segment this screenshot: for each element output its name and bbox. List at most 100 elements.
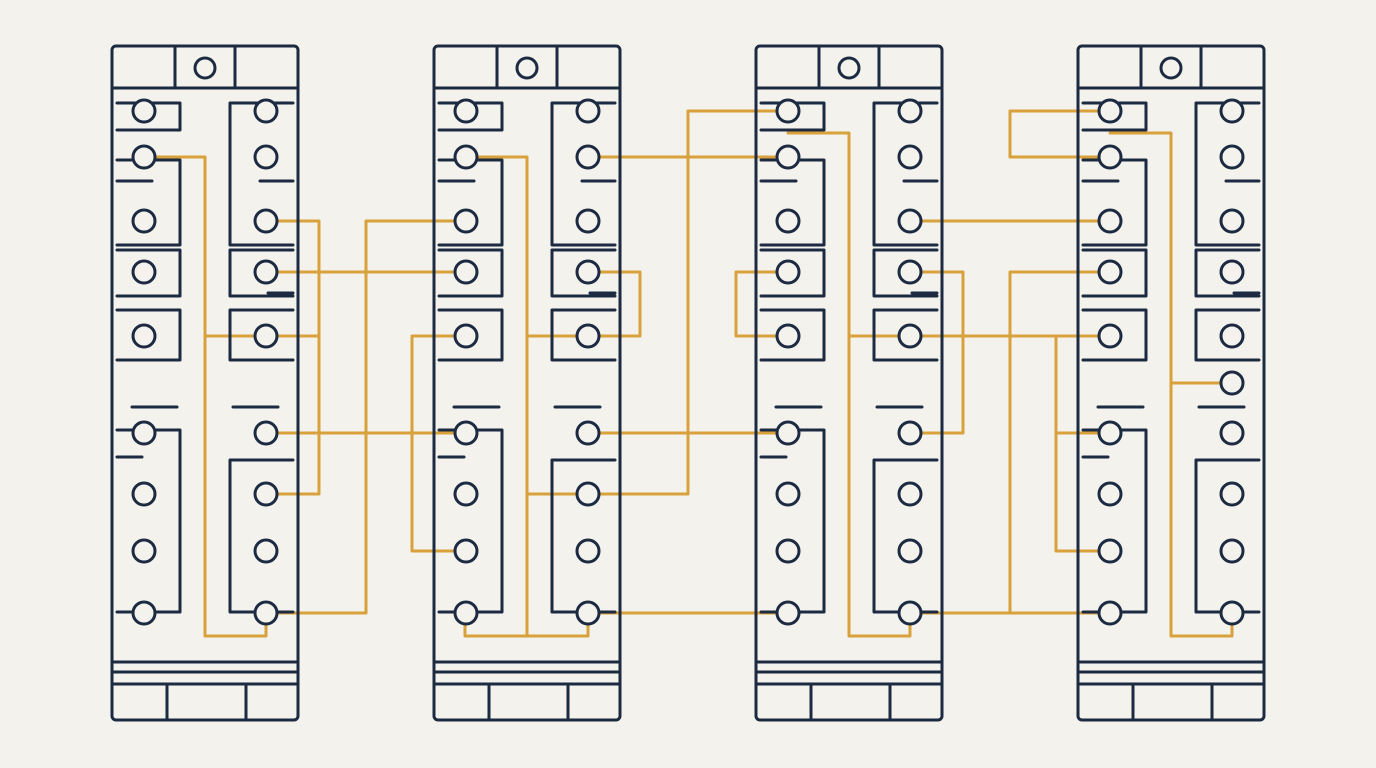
terminal-bracket [437, 308, 504, 362]
terminal-icon[interactable] [575, 481, 601, 507]
wire [1108, 131, 1234, 638]
wire [734, 270, 790, 338]
terminal-icon[interactable] [131, 323, 157, 349]
terminal-icon[interactable] [775, 538, 801, 564]
module-frame [110, 44, 300, 722]
wire [1054, 431, 1112, 553]
terminal-icon[interactable] [897, 98, 923, 124]
terminal-icon[interactable] [1097, 98, 1123, 124]
terminal-icon[interactable] [453, 323, 479, 349]
terminal-icon[interactable] [1097, 538, 1123, 564]
terminal-icon[interactable] [775, 144, 801, 170]
mount-hole-icon [193, 56, 217, 80]
terminal-icon[interactable] [453, 98, 479, 124]
module-2 [432, 44, 622, 722]
wire [154, 155, 268, 638]
terminal-icon[interactable] [253, 98, 279, 124]
terminal-icon[interactable] [1097, 323, 1123, 349]
terminal-icon[interactable] [453, 538, 479, 564]
terminal-icon[interactable] [253, 420, 279, 446]
wire [908, 270, 965, 435]
terminal-icon[interactable] [775, 600, 801, 626]
terminal-bracket [1194, 308, 1261, 362]
terminal-icon[interactable] [575, 259, 601, 285]
terminal-bracket [759, 248, 826, 298]
terminal-icon[interactable] [253, 208, 279, 234]
terminal-icon[interactable] [1219, 259, 1245, 285]
terminal-bracket [1081, 308, 1148, 362]
terminal-icon[interactable] [897, 420, 923, 446]
wire [463, 155, 590, 638]
terminal-icon[interactable] [1219, 144, 1245, 170]
terminal-icon[interactable] [1219, 98, 1245, 124]
terminal-icon[interactable] [453, 259, 479, 285]
terminal-icon[interactable] [453, 600, 479, 626]
terminal-icon[interactable] [575, 420, 601, 446]
terminal-icon[interactable] [575, 98, 601, 124]
terminal-icon[interactable] [575, 538, 601, 564]
terminal-icon[interactable] [1097, 208, 1123, 234]
terminal-icon[interactable] [131, 600, 157, 626]
terminal-icon[interactable] [575, 144, 601, 170]
terminal-icon[interactable] [775, 259, 801, 285]
modules-layer [110, 44, 1266, 722]
terminal-bracket [1194, 248, 1261, 298]
terminal-icon[interactable] [897, 144, 923, 170]
terminal-icon[interactable] [1097, 600, 1123, 626]
terminal-icon[interactable] [775, 420, 801, 446]
terminal-icon[interactable] [131, 420, 157, 446]
wire [264, 219, 321, 496]
terminal-icon[interactable] [453, 144, 479, 170]
terminal-icon[interactable] [575, 600, 601, 626]
terminal-icon[interactable] [775, 98, 801, 124]
terminal-icon[interactable] [253, 538, 279, 564]
mount-hole-icon [837, 56, 861, 80]
terminal-icon[interactable] [131, 481, 157, 507]
terminal-icon[interactable] [131, 208, 157, 234]
terminal-bracket [872, 308, 939, 362]
terminal-icon[interactable] [253, 144, 279, 170]
terminal-icon[interactable] [1219, 420, 1245, 446]
wire [1008, 270, 1112, 615]
terminal-icon[interactable] [131, 144, 157, 170]
terminal-icon[interactable] [1219, 208, 1245, 234]
terminal-icon[interactable] [453, 208, 479, 234]
terminal-bracket [115, 308, 182, 362]
terminal-icon[interactable] [1097, 259, 1123, 285]
mount-hole-icon [515, 56, 539, 80]
terminal-icon[interactable] [775, 481, 801, 507]
terminal-icon[interactable] [897, 323, 923, 349]
terminal-bracket [550, 308, 617, 362]
mount-hole-icon [1159, 56, 1183, 80]
terminal-icon[interactable] [1219, 600, 1245, 626]
terminal-icon[interactable] [897, 259, 923, 285]
terminal-icon[interactable] [131, 538, 157, 564]
terminal-icon[interactable] [1097, 144, 1123, 170]
terminal-icon[interactable] [131, 259, 157, 285]
terminal-icon[interactable] [1219, 323, 1245, 349]
terminal-bracket [1081, 248, 1148, 298]
terminal-icon[interactable] [1097, 420, 1123, 446]
terminal-icon[interactable] [453, 481, 479, 507]
terminal-icon[interactable] [453, 420, 479, 446]
terminal-icon[interactable] [775, 323, 801, 349]
terminal-bracket [872, 248, 939, 298]
terminal-icon[interactable] [253, 481, 279, 507]
terminal-icon[interactable] [775, 208, 801, 234]
terminal-icon[interactable] [897, 600, 923, 626]
module-3 [754, 44, 944, 722]
terminal-icon[interactable] [253, 259, 279, 285]
terminal-icon[interactable] [575, 323, 601, 349]
terminal-icon[interactable] [1219, 481, 1245, 507]
terminal-icon[interactable] [253, 600, 279, 626]
terminal-icon[interactable] [1097, 481, 1123, 507]
terminal-icon[interactable] [1219, 538, 1245, 564]
terminal-icon[interactable] [897, 208, 923, 234]
terminal-icon[interactable] [131, 98, 157, 124]
terminal-icon[interactable] [575, 208, 601, 234]
terminal-icon[interactable] [253, 323, 279, 349]
terminal-icon[interactable] [1219, 370, 1245, 396]
terminal-icon[interactable] [897, 481, 923, 507]
terminal-icon[interactable] [897, 538, 923, 564]
